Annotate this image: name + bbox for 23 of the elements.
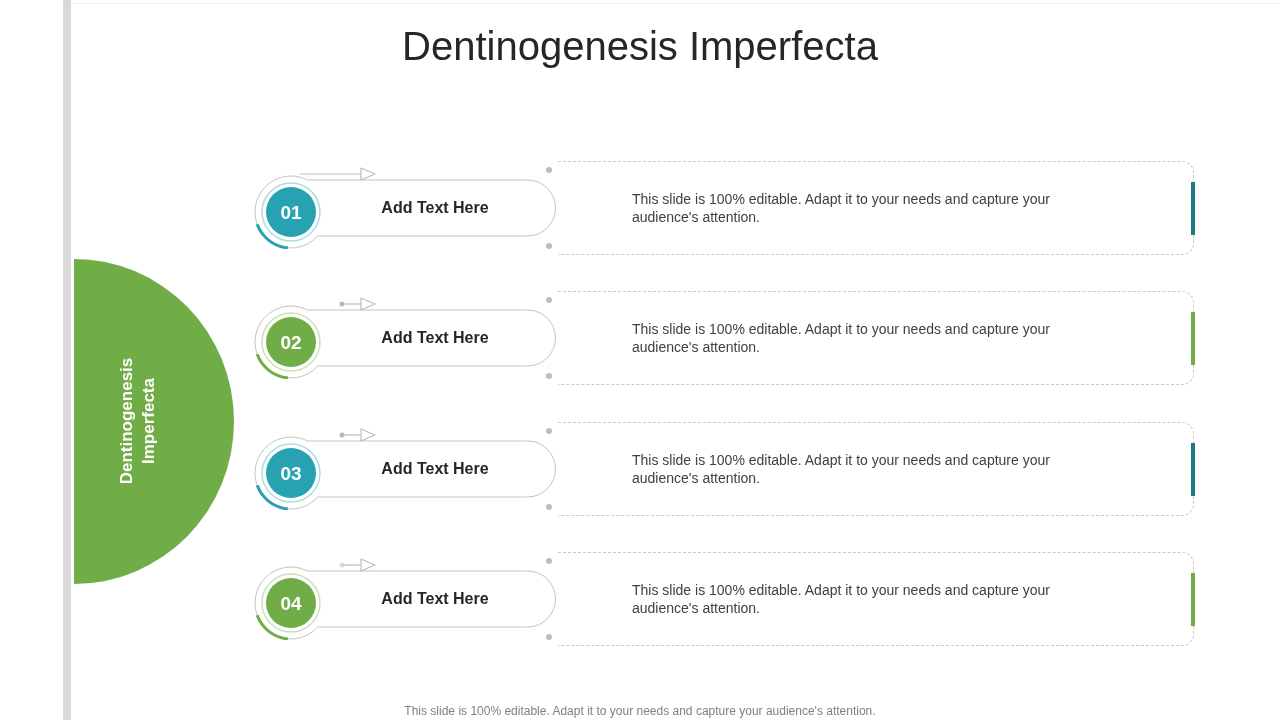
description-text: This slide is 100% editable. Adapt it to your needs and capture your audience's attention. — [632, 190, 1051, 226]
number-text: 02 — [280, 332, 302, 352]
label-pill — [254, 558, 556, 640]
description-text: This slide is 100% editable. Adapt it to your needs and capture your audience's attention. — [632, 581, 1051, 617]
description-text: This slide is 100% editable. Adapt it to your needs and capture your audience's attention. — [632, 451, 1051, 487]
description-text: This slide is 100% editable. Adapt it to your needs and capture your audience's attention. — [632, 320, 1051, 356]
description-card — [558, 552, 1194, 646]
step-title: Add Text Here — [381, 459, 489, 479]
description-card — [558, 291, 1194, 385]
label-pill — [254, 428, 556, 510]
step-title: Add Text Here — [381, 328, 489, 348]
title: Dentinogenesis Imperfecta — [401, 23, 879, 70]
panel-label: Dentinogenesis Imperfecta — [116, 356, 159, 487]
label-pill — [254, 297, 556, 379]
description-card — [558, 422, 1194, 516]
number-text: 04 — [280, 593, 302, 613]
label-pill — [254, 167, 556, 249]
number-text: 03 — [280, 463, 302, 483]
step-title: Add Text Here — [381, 589, 489, 609]
caption: This slide is 100% editable. Adapt it to your needs and capture your audience's attention. — [403, 703, 877, 719]
step-title: Add Text Here — [381, 198, 489, 218]
number-text: 01 — [280, 202, 302, 222]
description-card — [558, 161, 1194, 255]
